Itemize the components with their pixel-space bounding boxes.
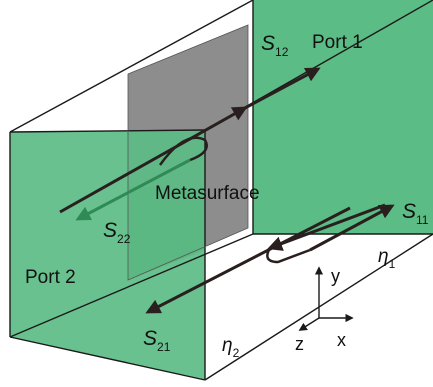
port2-label: Port 2 [25, 267, 76, 288]
s22-label: S22 [103, 219, 131, 246]
port1-face [253, 0, 433, 234]
s22-arrow [75, 158, 191, 221]
box-edges [9, 0, 433, 381]
axes [298, 266, 354, 331]
axis-y-label: y [331, 266, 340, 286]
port2-face [10, 130, 205, 380]
z-axis [298, 317, 320, 331]
axis-x-label: x [337, 330, 346, 350]
port1-label: Port 1 [312, 32, 363, 53]
s12-arrow [59, 106, 248, 214]
metasurface-label: Metasurface [155, 183, 260, 204]
eta2-label: η2 [222, 335, 240, 360]
axis-z-label: z [295, 334, 304, 354]
metasurface-outline [127, 24, 249, 281]
s11-loop [266, 247, 311, 264]
s12-s22-path [59, 67, 321, 221]
eta1-label: η1 [378, 246, 396, 271]
s11-s21-path [145, 203, 395, 314]
s12-label: S12 [261, 32, 289, 59]
s21-arrow [145, 206, 351, 314]
s11-arrow [309, 204, 395, 252]
s12-arrow-tip [244, 67, 321, 110]
s22-loop [158, 136, 208, 166]
s21-label: S21 [143, 327, 171, 354]
s11-label: S11 [402, 200, 429, 227]
